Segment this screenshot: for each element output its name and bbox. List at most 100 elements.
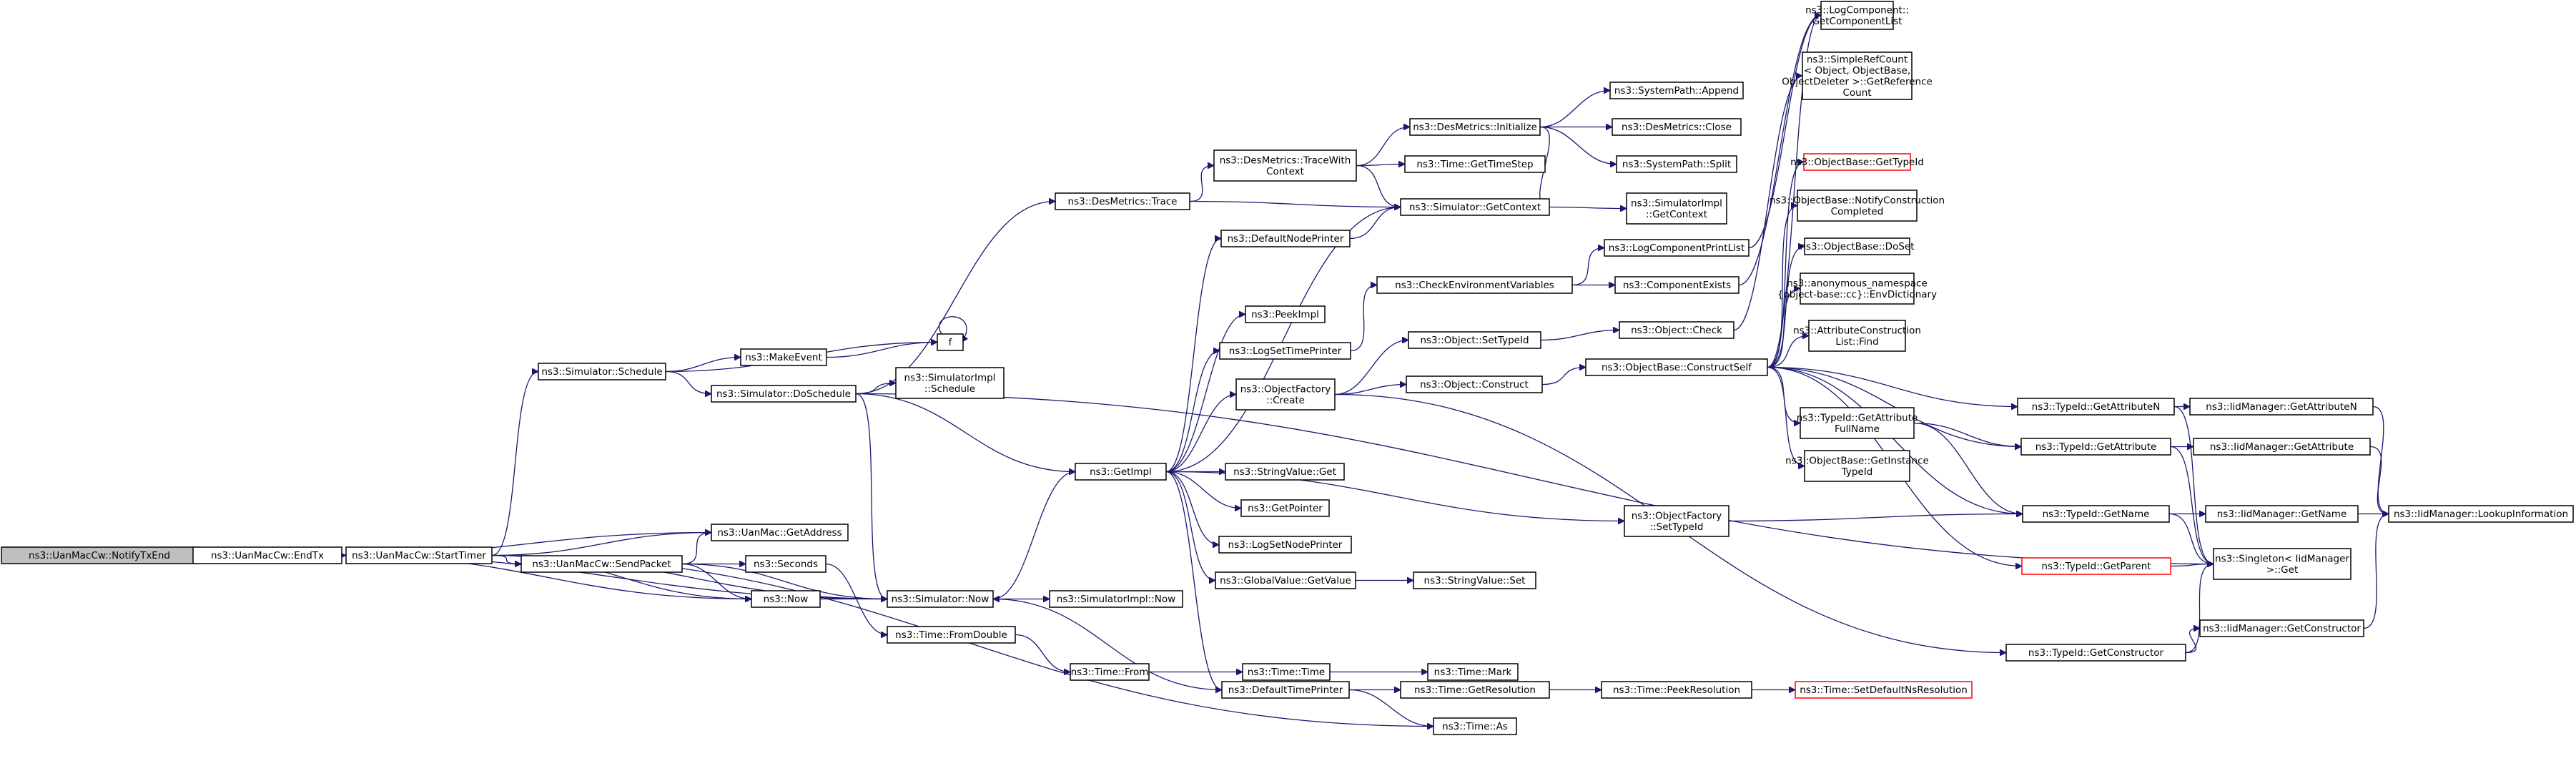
node-sendpacket[interactable]: ns3::UanMacCw::SendPacket: [520, 555, 683, 573]
node-label: ns3::IidManager::GetAttribute: [2210, 441, 2354, 453]
node-label: ns3::SimulatorImpl: [904, 372, 996, 383]
node-objfactory_create[interactable]: ns3::ObjectFactory::Create: [1235, 378, 1336, 411]
node-box: [2205, 505, 2359, 523]
node-time_setdefault[interactable]: ns3::Time::SetDefaultNsResolution: [1795, 681, 1973, 699]
call-edge-doschedule-to-desmetrics_trace: [855, 202, 1055, 395]
node-globalvalue_get[interactable]: ns3::GlobalValue::GetValue: [1215, 571, 1356, 589]
node-makeevent[interactable]: ns3::MakeEvent: [740, 348, 827, 366]
node-label: ns3::Time::GetTimeStep: [1416, 159, 1533, 170]
node-logcompprintlist[interactable]: ns3::LogComponentPrintList: [1604, 239, 1750, 257]
node-now3[interactable]: ns3::Now: [751, 590, 821, 608]
node-envdict[interactable]: ns3::anonymous_namespace{object-base::cc…: [1777, 272, 1937, 305]
node-seconds[interactable]: ns3::Seconds: [745, 555, 826, 573]
node-iid_getattr[interactable]: ns3::IidManager::GetAttribute: [2193, 438, 2371, 456]
node-logcomp_getlist[interactable]: ns3::LogComponent::GetComponentList: [1805, 1, 1909, 30]
call-edge-deftimeprinter-to-simnow: [993, 599, 1223, 691]
node-objbase_notify[interactable]: ns3::ObjectBase::NotifyConstructionCompl…: [1770, 190, 1945, 222]
node-box: [1075, 463, 1167, 481]
node-getaddress[interactable]: ns3::UanMac::GetAddress: [711, 524, 849, 541]
node-label: FullName: [1835, 423, 1880, 435]
node-logsettime[interactable]: ns3::LogSetTimePrinter: [1219, 342, 1351, 360]
node-defnodeprinter[interactable]: ns3::DefaultNodePrinter: [1220, 230, 1351, 247]
node-box: [2193, 438, 2371, 456]
node-object_construct[interactable]: ns3::Object::Construct: [1406, 375, 1543, 393]
node-time_as[interactable]: ns3::Time::As: [1433, 717, 1517, 735]
node-fromdouble[interactable]: ns3::Time::FromDouble: [887, 626, 1016, 644]
node-checkenv[interactable]: ns3::CheckEnvironmentVariables: [1376, 276, 1573, 294]
node-box: [1213, 149, 1357, 182]
node-desmetrics_close[interactable]: ns3::DesMetrics::Close: [1612, 118, 1742, 136]
node-doschedule[interactable]: ns3::Simulator::DoSchedule: [711, 385, 857, 403]
node-box: [1215, 571, 1356, 589]
node-box: [1225, 463, 1345, 481]
node-objfactory_settypeid[interactable]: ns3::ObjectFactory::SetTypeId: [1624, 505, 1729, 537]
node-schedule[interactable]: ns3::Simulator::Schedule: [538, 363, 666, 380]
node-endtx[interactable]: ns3::UanMacCw::EndTx: [192, 546, 342, 564]
node-typeid_getparent[interactable]: ns3::TypeId::GetParent: [2021, 557, 2171, 575]
node-peekimpl[interactable]: ns3::PeekImpl: [1245, 305, 1326, 323]
call-edge-getimpl-to-defnodeprinter: [1165, 239, 1222, 473]
node-typeid_getattr[interactable]: ns3::TypeId::GetAttribute: [2020, 438, 2171, 456]
node-time_getres[interactable]: ns3::Time::GetResolution: [1400, 681, 1550, 699]
node-getpointer[interactable]: ns3::GetPointer: [1240, 499, 1330, 517]
node-box: [1612, 118, 1742, 136]
node-constructself[interactable]: ns3::ObjectBase::ConstructSelf: [1585, 358, 1768, 376]
node-box: [1221, 681, 1350, 699]
node-time_gettimestep[interactable]: ns3::Time::GetTimeStep: [1404, 155, 1546, 173]
node-syspath_append[interactable]: ns3::SystemPath::Append: [1609, 82, 1744, 99]
node-typeid_getattrn[interactable]: ns3::TypeId::GetAttributeN: [2017, 398, 2175, 416]
node-simnow[interactable]: ns3::Simulator::Now: [887, 590, 994, 608]
node-iid_getname[interactable]: ns3::IidManager::GetName: [2205, 505, 2359, 523]
node-simimpl_now[interactable]: ns3::SimulatorImpl::Now: [1049, 590, 1183, 608]
node-simimpl_schedule[interactable]: ns3::SimulatorImpl::Schedule: [895, 367, 1005, 399]
node-desmetrics_trace[interactable]: ns3::DesMetrics::Trace: [1055, 192, 1190, 210]
node-objbase_doset[interactable]: ns3::ObjectBase::DoSet: [1800, 237, 1915, 255]
call-edge-defnodeprinter-to-getcontext: [1349, 207, 1401, 240]
node-stringvalue_get[interactable]: ns3::StringValue::Get: [1225, 463, 1345, 481]
node-f[interactable]: f: [937, 333, 964, 351]
call-edge-deftimeprinter-to-time_as: [1348, 689, 1433, 727]
node-root[interactable]: ns3::UanMacCw::NotifyTxEnd: [1, 546, 198, 564]
node-timefrom[interactable]: ns3::Time::From: [1070, 663, 1150, 681]
node-timetime[interactable]: ns3::Time::Time: [1242, 663, 1331, 681]
node-logsetnode[interactable]: ns3::LogSetNodePrinter: [1218, 536, 1352, 554]
call-edge-makeevent-to-f: [826, 343, 937, 358]
node-label: ns3::TypeId::GetAttribute: [1797, 412, 1918, 423]
node-time_peekres[interactable]: ns3::Time::PeekResolution: [1601, 681, 1752, 699]
node-label: >::Get: [2266, 564, 2298, 576]
node-timemark[interactable]: ns3::Time::Mark: [1427, 663, 1519, 681]
call-edge-getimpl-to-peekimpl: [1165, 315, 1245, 473]
node-box: [1619, 321, 1734, 339]
node-singleton_get[interactable]: ns3::Singleton< IidManager>::Get: [2213, 548, 2352, 580]
node-box: [2022, 505, 2170, 523]
node-syspath_split[interactable]: ns3::SystemPath::Split: [1616, 155, 1737, 173]
node-deftimeprinter[interactable]: ns3::DefaultTimePrinter: [1221, 681, 1350, 699]
node-simimpl_getcontext[interactable]: ns3::SimulatorImpl::GetContext: [1626, 192, 1727, 225]
node-box: [1802, 51, 1913, 100]
node-simplerefcount[interactable]: ns3::SimpleRefCount< Object, ObjectBase,…: [1782, 51, 1933, 100]
node-label: ns3::Time::FromDouble: [895, 629, 1007, 641]
node-starttimer[interactable]: ns3::UanMacCw::StartTimer: [345, 546, 493, 564]
node-compexists[interactable]: ns3::ComponentExists: [1614, 276, 1739, 294]
node-getimpl[interactable]: ns3::GetImpl: [1075, 463, 1167, 481]
node-box: [1804, 237, 1910, 255]
call-edge-compexists-to-logcomp_getlist: [1738, 16, 1822, 286]
node-object_check[interactable]: ns3::Object::Check: [1619, 321, 1734, 339]
node-stringvalue_set[interactable]: ns3::StringValue::Set: [1413, 571, 1536, 589]
node-iid_lookup[interactable]: ns3::IidManager::LookupInformation: [2388, 505, 2574, 523]
call-edge-objfactory_create-to-object_settypeid: [1334, 340, 1408, 396]
node-desmetrics_init[interactable]: ns3::DesMetrics::Initialize: [1409, 118, 1541, 136]
node-objbase_gettypeid[interactable]: ns3::ObjectBase::GetTypeId: [1790, 153, 1924, 171]
node-typeid_getname[interactable]: ns3::TypeId::GetName: [2022, 505, 2170, 523]
node-getcontext[interactable]: ns3::Simulator::GetContext: [1400, 198, 1550, 216]
node-typeid_getctor[interactable]: ns3::TypeId::GetConstructor: [2005, 644, 2186, 662]
node-object_settypeid[interactable]: ns3::Object::SetTypeId: [1408, 331, 1541, 349]
node-box: [1624, 505, 1729, 537]
call-edge-doschedule-to-simnow: [855, 393, 888, 599]
node-iid_getctor[interactable]: ns3::IidManager::GetConstructor: [2199, 619, 2364, 637]
node-iid_getattrn[interactable]: ns3::IidManager::GetAttributeN: [2189, 398, 2374, 416]
